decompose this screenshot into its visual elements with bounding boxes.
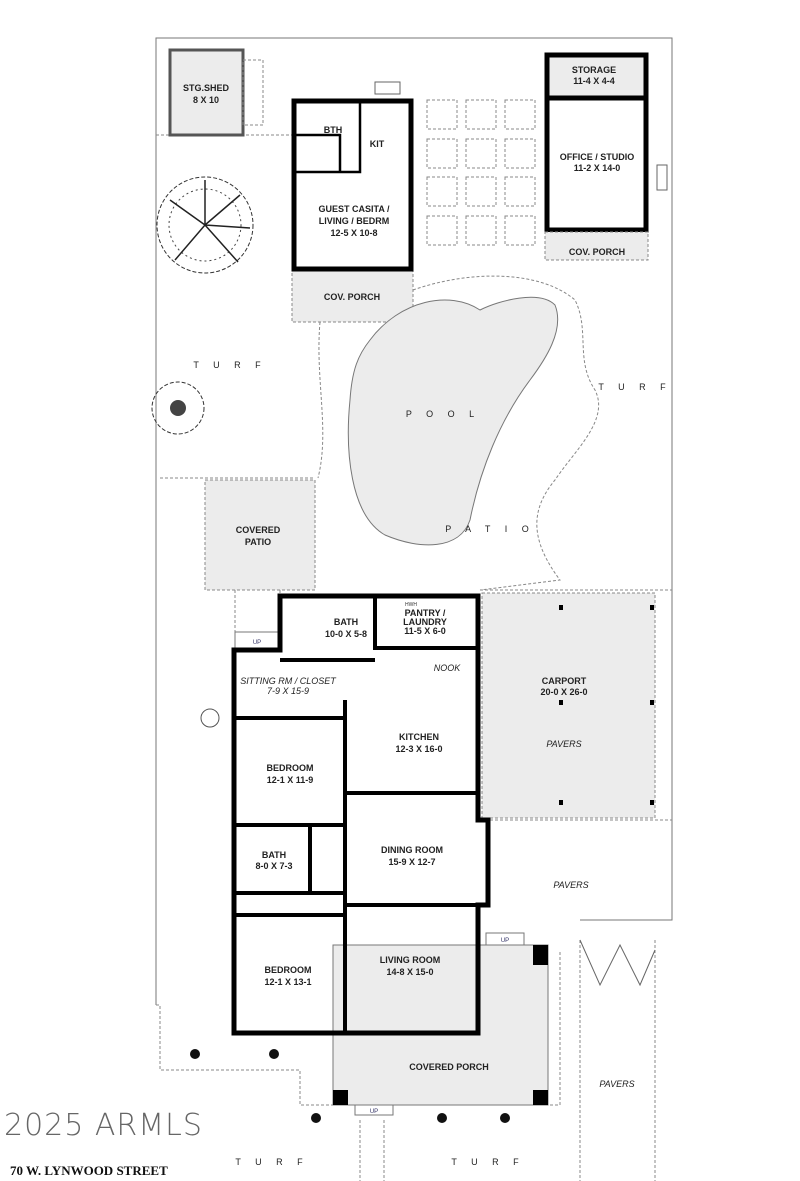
- watermark: 2025 ARMLS: [4, 1108, 203, 1143]
- covered-patio: [205, 480, 315, 590]
- patio-boundary: [317, 275, 600, 591]
- sitting-room-label: SITTING RM / CLOSET: [240, 676, 337, 686]
- covered-porch: [333, 945, 548, 1105]
- paver-grid: [426, 99, 536, 246]
- casita-label: GUEST CASITA /: [318, 204, 390, 214]
- covered-patio-label-2: PATIO: [245, 537, 271, 547]
- shed-size: 8 X 10: [193, 95, 219, 105]
- main-house: [200, 593, 491, 1036]
- casita-size: 12-5 X 10-8: [330, 228, 377, 238]
- bedroom-size: 12-1 X 13-1: [264, 977, 311, 987]
- up-label: UP: [253, 640, 261, 646]
- shed-label: STG.SHED: [183, 83, 230, 93]
- bedroom-label: BEDROOM: [267, 763, 314, 773]
- kitchen-label: KITCHEN: [399, 732, 439, 742]
- pantry-size: 11-5 X 6-0: [404, 626, 446, 636]
- address-label: 70 W. LYNWOOD STREET: [10, 1163, 168, 1178]
- carport-size: 20-0 X 26-0: [540, 687, 587, 697]
- turf-label: T U R F: [235, 1157, 308, 1167]
- casita-bath-label: BTH: [324, 125, 343, 135]
- storage-shed: [168, 48, 245, 137]
- carport: [482, 593, 655, 818]
- carport-label: CARPORT: [542, 676, 587, 686]
- storage-label: STORAGE: [572, 65, 616, 75]
- casita-porch-label: COV. PORCH: [324, 292, 380, 302]
- casita-kitchen-label: KIT: [370, 139, 385, 149]
- front-yard-path: [156, 940, 656, 1181]
- pavers-label: PAVERS: [553, 880, 588, 890]
- covered-porch-label: COVERED PORCH: [409, 1062, 489, 1072]
- turf-label: T U R F: [598, 382, 671, 392]
- bath-label: BATH: [262, 850, 286, 860]
- bath-label: BATH: [334, 617, 358, 627]
- tree-icon: [156, 176, 254, 274]
- turf-label: T U R F: [193, 360, 266, 370]
- pantry-label: PANTRY /: [405, 608, 446, 618]
- shrub-icons: [190, 1049, 510, 1123]
- pool: [347, 296, 559, 546]
- bath-size: 8-0 X 7-3: [255, 861, 292, 871]
- up-label: UP: [501, 938, 509, 944]
- shrub-icon: [151, 381, 205, 435]
- bedroom-label: BEDROOM: [265, 965, 312, 975]
- pool-label: P O O L: [406, 409, 480, 419]
- storage-size: 11-4 X 4-4: [573, 76, 615, 86]
- covered-patio-label: COVERED: [236, 525, 281, 535]
- bath-size: 10-0 X 5-8: [325, 629, 367, 639]
- living-room-label: LIVING ROOM: [380, 955, 441, 965]
- shed-pad: [242, 59, 264, 126]
- office-porch: [545, 232, 648, 260]
- dining-room-label: DINING ROOM: [381, 845, 443, 855]
- water-heater-label: HWH: [405, 602, 417, 608]
- turf-label: T U R F: [451, 1157, 524, 1167]
- up-label: UP: [370, 1109, 378, 1115]
- office-porch-label: COV. PORCH: [569, 247, 625, 257]
- living-room-size: 14-8 X 15-0: [386, 967, 433, 977]
- dining-room-size: 15-9 X 12-7: [388, 857, 435, 867]
- pantry-label-2: LAUNDRY: [403, 617, 447, 627]
- office-size: 11-2 X 14-0: [574, 163, 621, 173]
- guest-casita: [291, 98, 414, 272]
- carport-posts: [559, 605, 654, 805]
- kitchen-size: 12-3 X 16-0: [395, 744, 442, 754]
- pavers-label: PAVERS: [546, 739, 581, 749]
- office-label: OFFICE / STUDIO: [560, 152, 635, 162]
- pavers-label: PAVERS: [599, 1079, 634, 1089]
- patio-label: P A T I O: [445, 524, 535, 534]
- office-studio: [544, 95, 649, 233]
- sitting-room-size: 7-9 X 15-9: [267, 686, 309, 696]
- bedroom-size: 12-1 X 11-9: [267, 775, 314, 785]
- casita-porch: [292, 270, 413, 322]
- casita-label-2: LIVING / BEDRM: [319, 216, 390, 226]
- lot-boundary: [155, 37, 673, 1005]
- nook-label: NOOK: [434, 663, 462, 673]
